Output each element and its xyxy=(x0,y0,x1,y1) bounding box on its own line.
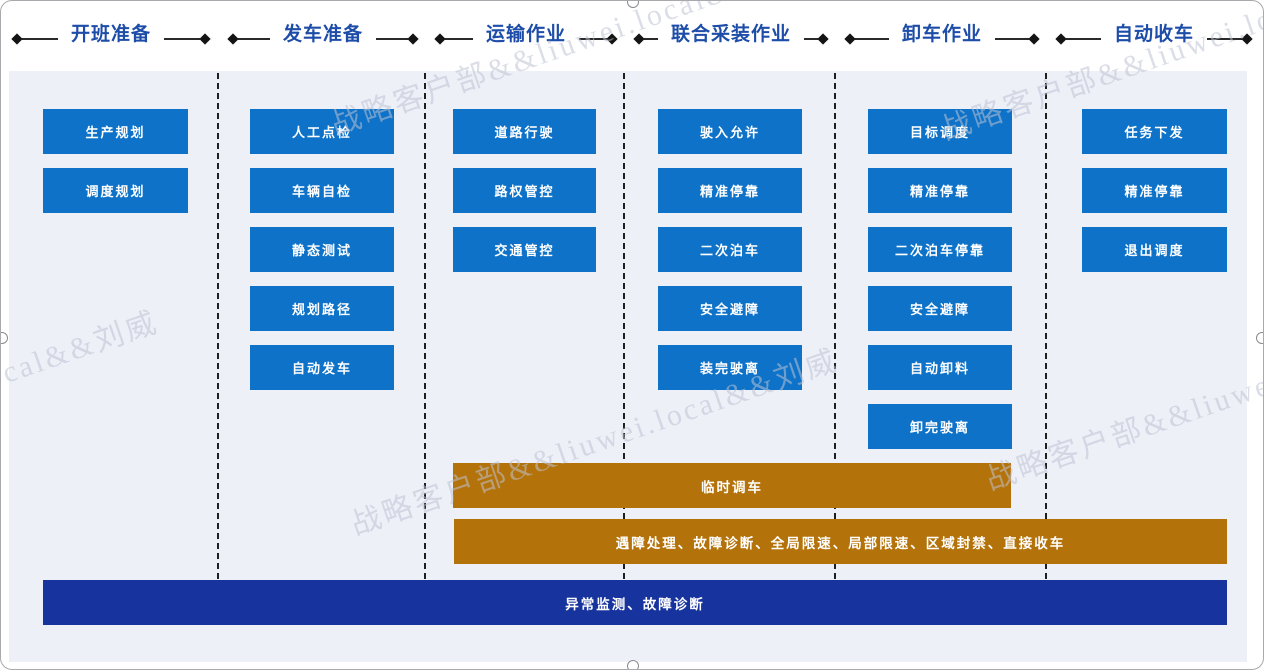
task-box: 车辆自检 xyxy=(250,168,394,213)
task-column-yunshu: 道路行驶 路权管控 交通管控 xyxy=(453,109,596,272)
phase-header-yunshu: 运输作业 xyxy=(434,17,618,61)
diamond-marker-icon xyxy=(11,33,23,45)
phase-header-fache: 发车准备 xyxy=(227,17,419,61)
column-separator xyxy=(1045,73,1047,579)
diamond-marker-icon xyxy=(817,33,829,45)
phase-title: 发车准备 xyxy=(283,23,364,45)
task-box: 路权管控 xyxy=(453,168,596,213)
task-box: 精准停靠 xyxy=(1082,168,1227,213)
selection-handle-right[interactable] xyxy=(1256,332,1263,344)
connector-line xyxy=(644,38,658,40)
task-box: 精准停靠 xyxy=(658,168,802,213)
selection-handle-bottom[interactable] xyxy=(627,660,639,669)
task-box: 二次泊车 xyxy=(658,227,802,272)
phase-title: 卸车作业 xyxy=(902,23,983,45)
column-separator xyxy=(834,73,836,579)
selection-handle-top[interactable] xyxy=(627,1,639,8)
task-box: 退出调度 xyxy=(1082,227,1227,272)
phase-header-kaiban: 开班准备 xyxy=(11,17,211,61)
connector-line xyxy=(1207,38,1243,40)
connector-line xyxy=(855,38,889,40)
phase-title: 联合采装作业 xyxy=(671,23,792,45)
task-box: 自动发车 xyxy=(250,345,394,390)
diamond-marker-icon xyxy=(606,33,618,45)
connector-line xyxy=(445,38,473,40)
diamond-marker-icon xyxy=(844,33,856,45)
diamond-marker-icon xyxy=(199,33,211,45)
diamond-marker-icon xyxy=(1028,33,1040,45)
task-box: 生产规划 xyxy=(43,109,188,154)
task-box: 目标调度 xyxy=(868,109,1012,154)
task-column-kaiban: 生产规划 调度规划 xyxy=(43,109,188,213)
task-column-caizhuang: 驶入允许 精准停靠 二次泊车 安全避障 装完驶离 xyxy=(658,109,802,390)
connector-line xyxy=(164,38,201,40)
diamond-marker-icon xyxy=(1241,33,1253,45)
column-separator xyxy=(623,73,625,579)
column-separator xyxy=(424,73,426,579)
phase-header-caizhuang: 联合采装作业 xyxy=(633,17,829,61)
task-box: 驶入允许 xyxy=(658,109,802,154)
task-box: 道路行驶 xyxy=(453,109,596,154)
connector-line xyxy=(22,38,58,40)
task-column-fache: 人工点检 车辆自检 静态测试 规划路径 自动发车 xyxy=(250,109,394,390)
diamond-marker-icon xyxy=(407,33,419,45)
connector-line xyxy=(579,38,608,40)
task-box: 安全避障 xyxy=(868,286,1012,331)
task-column-shouche: 任务下发 精准停靠 退出调度 xyxy=(1082,109,1227,272)
task-box: 调度规划 xyxy=(43,168,188,213)
phase-header-shouche: 自动收车 xyxy=(1055,17,1253,61)
connector-line xyxy=(995,38,1030,40)
phase-title: 运输作业 xyxy=(486,23,567,45)
connector-line xyxy=(376,38,409,40)
task-box: 人工点检 xyxy=(250,109,394,154)
connector-line xyxy=(1066,38,1101,40)
exception-handling-bar: 遇障处理、故障诊断、全局限速、局部限速、区域封禁、直接收车 xyxy=(454,519,1227,564)
selection-handle-left[interactable] xyxy=(1,332,8,344)
task-box: 装完驶离 xyxy=(658,345,802,390)
task-box: 安全避障 xyxy=(658,286,802,331)
task-box: 任务下发 xyxy=(1082,109,1227,154)
phase-title: 开班准备 xyxy=(71,23,152,45)
column-separator xyxy=(217,73,219,579)
task-box: 交通管控 xyxy=(453,227,596,272)
connector-line xyxy=(804,38,819,40)
phase-header-xieche: 卸车作业 xyxy=(844,17,1040,61)
task-box: 卸完驶离 xyxy=(868,404,1012,449)
phase-title: 自动收车 xyxy=(1114,23,1195,45)
diamond-marker-icon xyxy=(1055,33,1067,45)
diagram-background xyxy=(9,71,1247,662)
task-column-xieche: 目标调度 精准停靠 二次泊车停靠 安全避障 自动卸料 卸完驶离 xyxy=(868,109,1012,449)
temporary-dispatch-bar: 临时调车 xyxy=(453,463,1011,508)
task-box: 规划路径 xyxy=(250,286,394,331)
task-box: 二次泊车停靠 xyxy=(868,227,1012,272)
diamond-marker-icon xyxy=(633,33,645,45)
anomaly-monitoring-bar: 异常监测、故障诊断 xyxy=(43,580,1227,625)
task-box: 自动卸料 xyxy=(868,345,1012,390)
connector-line xyxy=(238,38,270,40)
task-box: 精准停靠 xyxy=(868,168,1012,213)
diamond-marker-icon xyxy=(227,33,239,45)
task-box: 静态测试 xyxy=(250,227,394,272)
diamond-marker-icon xyxy=(434,33,446,45)
